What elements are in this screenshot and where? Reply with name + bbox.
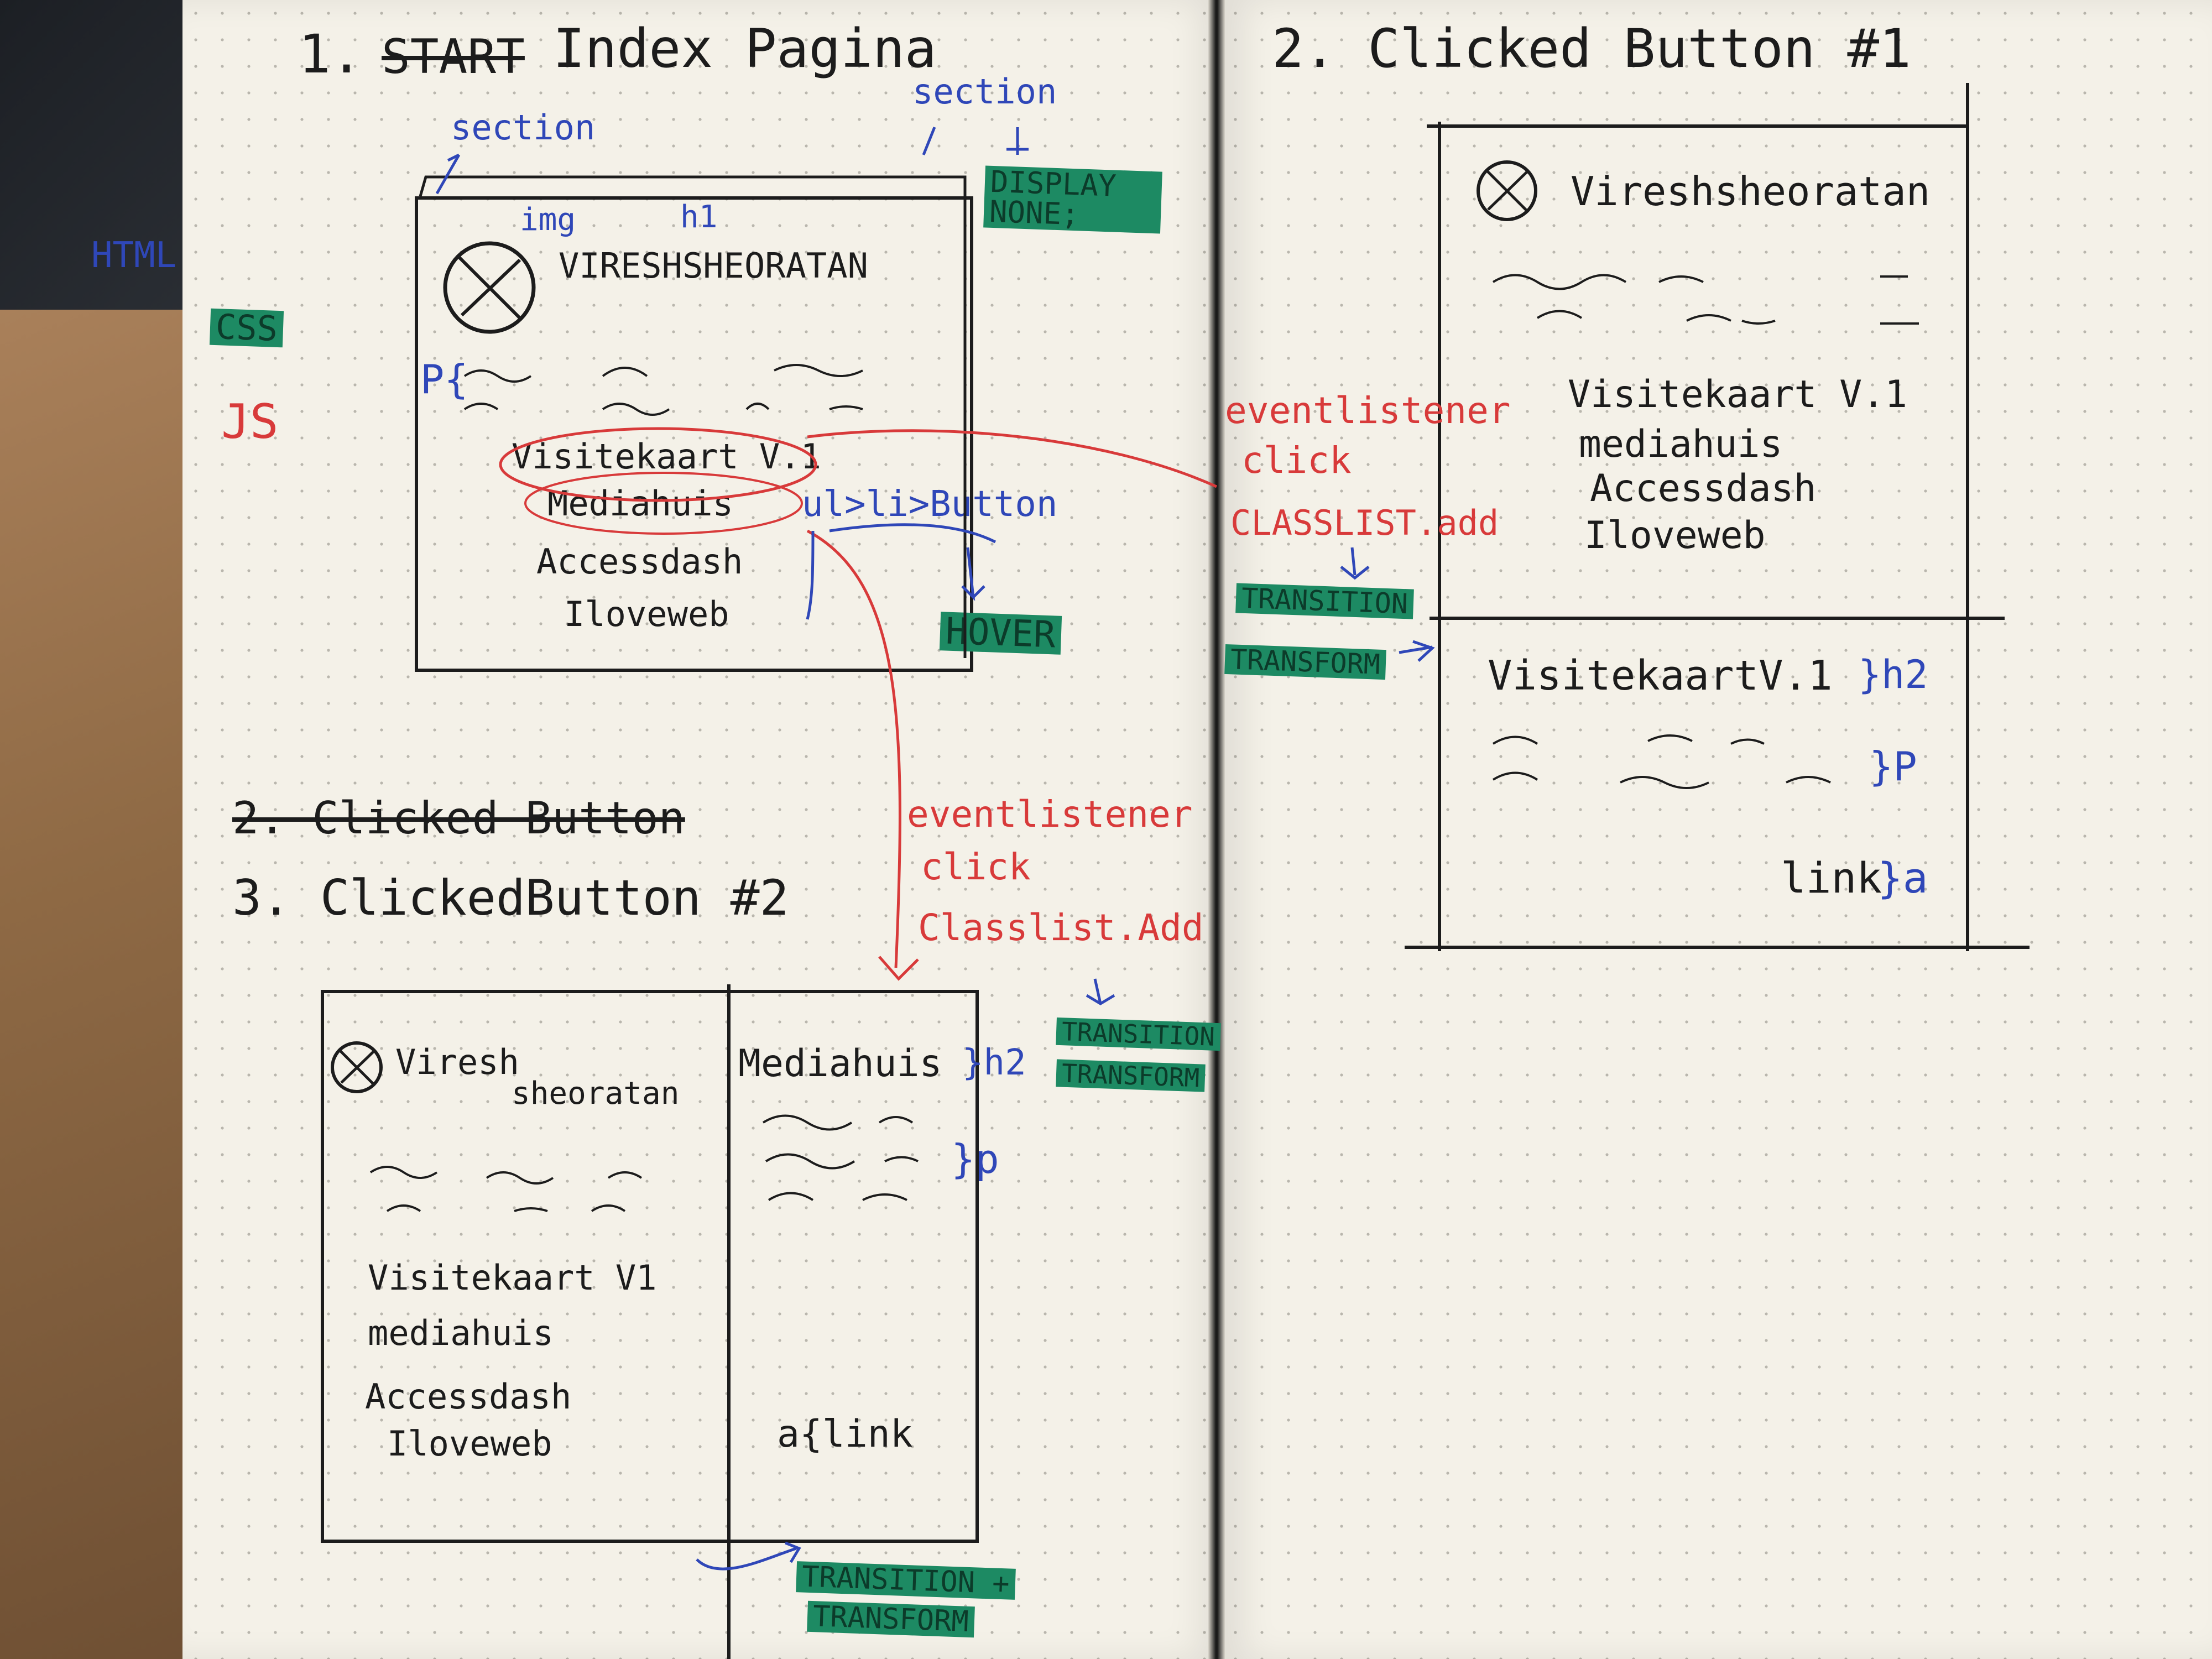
- sketch3-p-annotation: }p: [951, 1136, 999, 1182]
- sketch2-h2-annotation: }h2: [1858, 652, 1928, 697]
- sketch2-menu-item-3[interactable]: Accessdash: [1590, 467, 1817, 510]
- sketch2-event-line-2: click: [1241, 439, 1352, 482]
- ul-li-button-annotation: ul>li>Button: [802, 484, 1058, 525]
- sketch3-event-line-3: Classlist.Add: [918, 906, 1204, 949]
- sketch1-title: Index Pagina: [553, 18, 937, 80]
- sketch3-column-divider: [727, 984, 731, 1659]
- sketch2-menu-item-2[interactable]: mediahuis: [1579, 422, 1783, 466]
- sketch1-menu-item-4[interactable]: Iloveweb: [564, 594, 729, 634]
- sketch1-menu-item-1[interactable]: Visitekaart V.1: [512, 436, 821, 477]
- legend-html: HTML: [91, 235, 177, 276]
- sketch3-name-line-1: Viresh: [395, 1042, 519, 1082]
- sketch1-page-frame: [415, 196, 973, 672]
- sketch3-event-line-2: click: [921, 846, 1031, 888]
- sketch2-frame-bottom: [1405, 946, 2030, 949]
- sketch3-h2-annotation: }h2: [962, 1042, 1026, 1083]
- sketch2-a-annotation: }a: [1877, 853, 1928, 902]
- sketch3-title: 3. ClickedButton #2: [232, 869, 789, 926]
- sketch2-title: 2. Clicked Button #1: [1272, 18, 1911, 80]
- notebook-right-page: [1222, 0, 2212, 1659]
- img-annotation: img: [520, 202, 576, 238]
- legend-js: JS: [221, 394, 279, 450]
- sketch1-title-struck: START: [382, 29, 525, 85]
- sketch3-menu-item-1[interactable]: Visitekaart V1: [368, 1258, 657, 1298]
- sketch3-event-line-1: eventlistener: [907, 793, 1193, 836]
- notebook-spine: [1208, 0, 1225, 1659]
- sketch2-menu-item-4[interactable]: Iloveweb: [1584, 514, 1766, 557]
- section-label-left: section: [451, 107, 596, 148]
- sketch2-detail-title: VisitekaartV.1: [1488, 652, 1833, 700]
- p-annotation: P{: [420, 356, 468, 403]
- sketch3-menu-item-3[interactable]: Accessdash: [365, 1376, 572, 1417]
- sketch1-menu-item-2[interactable]: Mediahuis: [547, 483, 733, 524]
- section-label-right: section: [912, 71, 1057, 112]
- sketch3-menu-item-4[interactable]: Iloveweb: [387, 1423, 552, 1464]
- sketch2-link[interactable]: link: [1781, 853, 1882, 902]
- sketch2-avatar-icon: [1474, 158, 1540, 226]
- sketch3-name-line-2: sheoratan: [512, 1076, 680, 1112]
- sketch2-frame-left: [1438, 122, 1441, 951]
- sketch2-menu-item-1[interactable]: Visitekaart V.1: [1568, 373, 1908, 416]
- sketch2-event-line-3: CLASSLIST.add: [1230, 503, 1499, 543]
- sketch3-page-frame: [321, 990, 979, 1543]
- sketch2-p-annotation: }P: [1869, 743, 1917, 790]
- sketch3-avatar-icon: [329, 1040, 384, 1097]
- sketch1-menu-item-3[interactable]: Accessdash: [536, 541, 743, 582]
- sketch1-name: VIRESHSHEORATAN: [559, 246, 868, 286]
- sketch2-struck-title: 2. Clicked Button: [232, 792, 685, 844]
- sketch2-frame-top: [1427, 124, 1969, 128]
- sketch1-title-number: 1.: [299, 23, 363, 85]
- sketch2-event-line-1: eventlistener: [1225, 389, 1511, 432]
- sketch3-detail-title: Mediahuis: [738, 1042, 942, 1086]
- notebook-left-page: [182, 0, 1222, 1659]
- sketch3-menu-item-2[interactable]: mediahuis: [368, 1313, 554, 1353]
- avatar-placeholder-icon: [440, 238, 539, 340]
- sketch2-section-divider: [1430, 617, 2005, 620]
- sketch2-frame-right: [1966, 83, 1969, 951]
- sketch3-link[interactable]: a{link: [777, 1412, 913, 1456]
- sketch2-name: Vireshsheoratan: [1571, 168, 1931, 215]
- h1-annotation: h1: [680, 199, 718, 235]
